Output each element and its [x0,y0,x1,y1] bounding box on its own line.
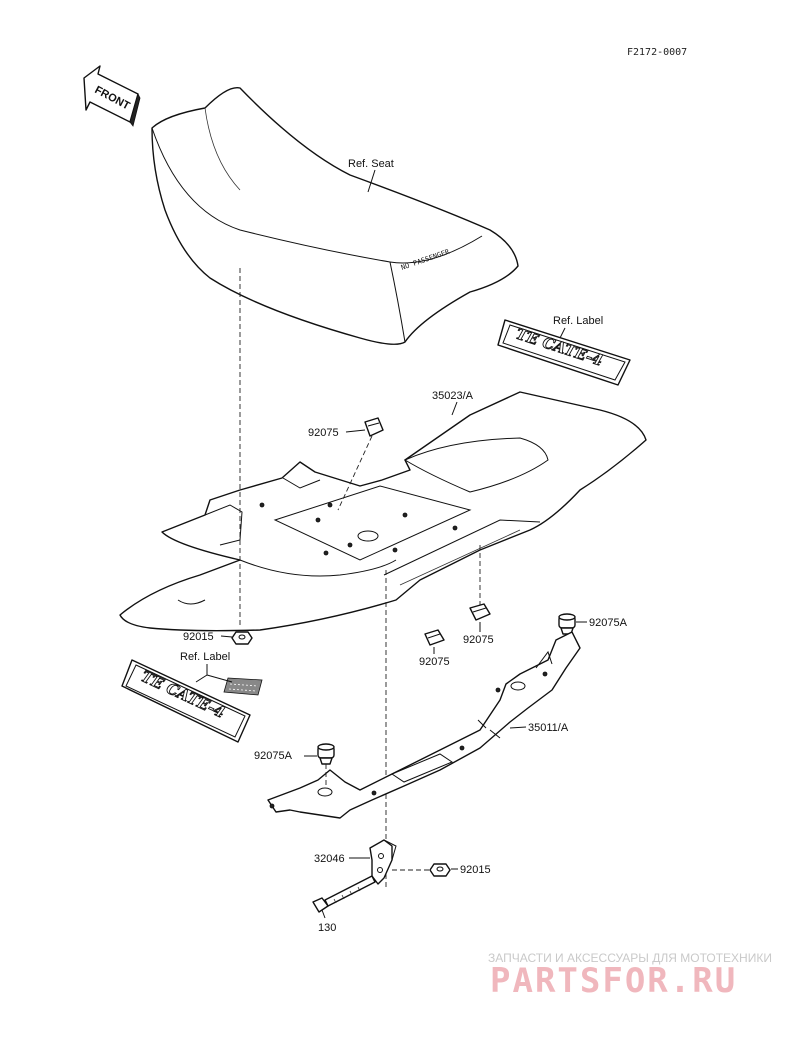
bracket-35011A [267,631,581,819]
part-35023A-leader [451,401,458,416]
ref-seat-callout: Ref. Seat [348,158,394,170]
clip-92075-top [364,417,384,437]
part-92075A-right-callout: 92075A [589,617,628,629]
watermark-subtitle: ЗАПЧАСТИ И АКСЕССУАРЫ ДЛЯ МОТОТЕХНИКИ [488,951,772,965]
clip-92075-top-dashline [337,435,373,511]
bolt-130 [312,875,376,913]
part-92015-bottom-callout: 92015 [460,864,491,876]
part-130-callout: 130 [318,922,336,934]
part-92075-mid-callout: 92075 [419,656,450,668]
part-92075-top-leader [345,429,366,433]
part-92075-top-callout: 92075 [308,427,339,439]
part-92015-left-callout: 92015 [183,631,214,643]
ref-label-lower-leader [195,664,233,683]
nut-92015-left [231,631,253,645]
cushion-92075A-right [558,613,576,635]
rear-fender-35023A [119,391,647,632]
part-92075A-left-callout: 92075A [254,750,293,762]
cushion-92075A-left [317,743,335,765]
clip-92075-mid [424,629,445,646]
seat-reference: NO PASSENGER [151,86,519,345]
ref-label-upper-leader [559,327,566,339]
front-arrow-icon: FRONT [83,65,141,127]
label-decal-lower: TE CATE-4 [121,659,263,743]
nut-92015-bottom [429,863,451,877]
part-32046-callout: 32046 [314,853,345,865]
ref-seat-leader [367,169,376,193]
ref-label-upper-callout: Ref. Label [553,315,603,327]
clip-92075-mid-right [469,603,491,621]
part-35023A-callout: 35023/A [432,390,474,402]
figure-id: F2172-0007 [627,47,687,58]
part-35011A-callout: 35011/A [528,722,569,734]
bracket-32046 [369,839,397,885]
watermark-brand: PARTSFOR.RU [490,961,737,1001]
ref-label-lower-callout: Ref. Label [180,651,230,663]
part-92015-left-leader [220,635,233,638]
part-35011A-leader [509,726,527,729]
part-92075-mid-right-callout: 92075 [463,634,494,646]
part-130-leader [321,909,326,919]
